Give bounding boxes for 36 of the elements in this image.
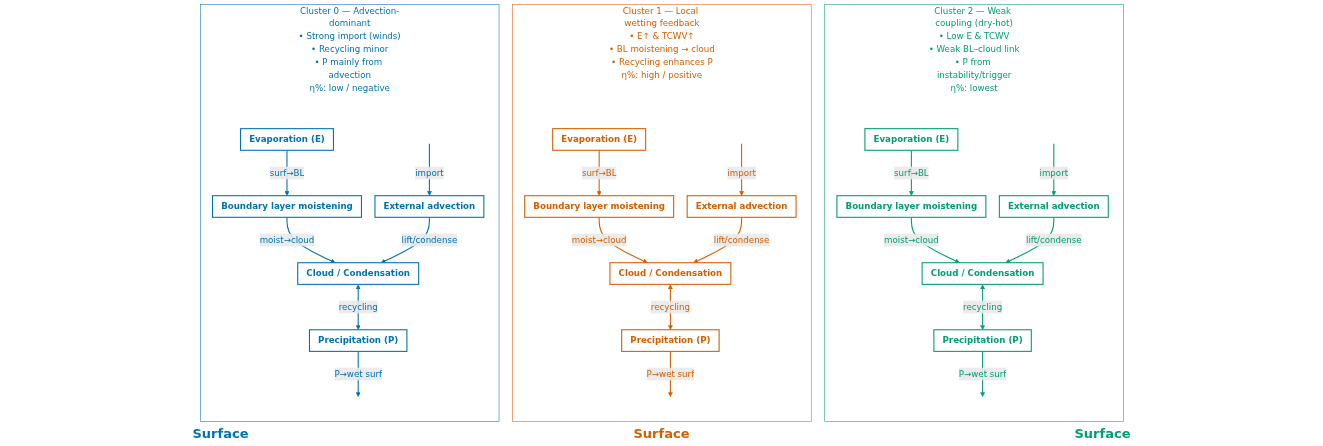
edge-label: P→wet surf — [958, 368, 1006, 379]
edge-label: surf→BL — [893, 167, 929, 178]
node-box: Evaporation (E) — [239, 128, 334, 151]
edge-label: surf→BL — [269, 167, 304, 178]
edge-label: import — [1039, 167, 1068, 178]
edge-label: lift/condense — [1025, 234, 1082, 245]
node-box: Precipitation (P) — [932, 329, 1032, 352]
edge-label: moist→cloud — [259, 234, 314, 245]
node-box: Precipitation (P) — [308, 329, 408, 352]
edge-label: moist→cloud — [571, 234, 627, 245]
node-box: Boundary layer moistening — [211, 195, 362, 218]
edge-label: P→wet surf — [334, 368, 382, 379]
edge-label: surf→BL — [581, 167, 617, 178]
node-box: Evaporation (E) — [864, 128, 958, 151]
edge-label: recycling — [962, 301, 1002, 312]
node-box: External advection — [998, 195, 1109, 218]
surface-label: Surface — [192, 426, 249, 443]
node-box: Cloud / Condensation — [296, 262, 419, 285]
edge-label: import — [726, 167, 756, 178]
edge-label: import — [414, 167, 444, 178]
node-box: Evaporation (E) — [551, 128, 646, 151]
surface-label: Surface — [633, 426, 690, 443]
node-box: Cloud / Condensation — [609, 262, 731, 285]
edge-label: P→wet surf — [646, 368, 694, 379]
edge-label: moist→cloud — [883, 234, 939, 245]
node-box: External advection — [374, 195, 484, 218]
surface-label: Surface — [1074, 426, 1131, 443]
node-box: Boundary layer moistening — [523, 195, 674, 218]
node-box: External advection — [686, 195, 797, 218]
node-box: Boundary layer moistening — [835, 195, 986, 218]
edge-label: lift/condense — [713, 234, 770, 245]
edge-label: recycling — [650, 301, 690, 312]
edge-label: recycling — [338, 301, 378, 312]
edge-label: lift/condense — [401, 234, 457, 245]
node-box: Precipitation (P) — [620, 329, 720, 352]
node-box: Cloud / Condensation — [921, 262, 1044, 285]
